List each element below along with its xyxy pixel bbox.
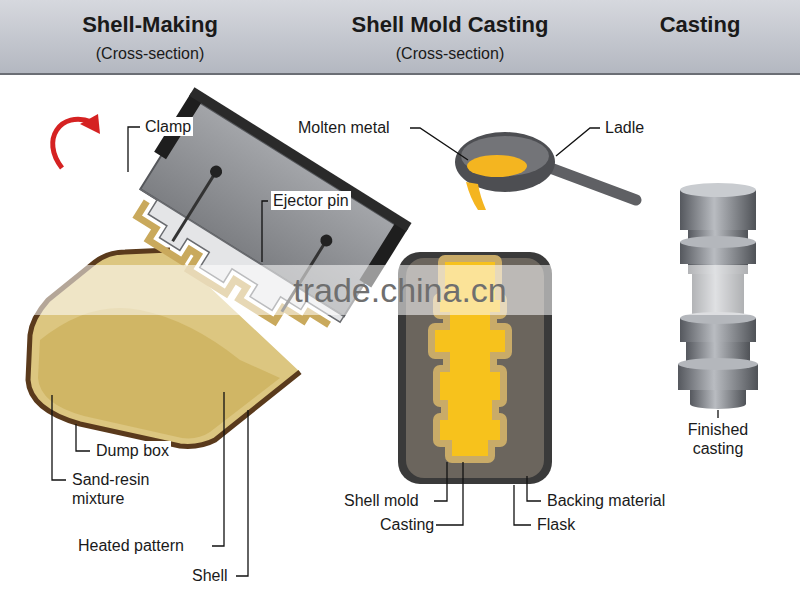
rotation-arrow — [53, 114, 100, 168]
column-heading: Shell Mold Casting — [352, 12, 549, 38]
leader-lines — [52, 127, 718, 576]
part-label: Ejector pin — [271, 191, 351, 210]
part-label: Clamp — [143, 117, 193, 136]
column-heading: Shell-Making — [82, 12, 218, 38]
part-label: Shell mold — [342, 491, 421, 510]
column-heading: Casting — [660, 12, 741, 38]
part-label: Heated pattern — [76, 536, 186, 555]
part-label: Flask — [535, 515, 577, 534]
watermark: trade.china.cn — [293, 270, 507, 311]
part-label: Casting — [378, 515, 436, 534]
part-label: Backing material — [545, 491, 667, 510]
part-label: Shell — [190, 566, 230, 585]
watermark-band — [0, 265, 800, 315]
part-label: Ladle — [603, 118, 646, 137]
ladle — [455, 132, 636, 210]
column-subheading: (Cross-section) — [96, 44, 204, 63]
column-subheading: (Cross-section) — [396, 44, 504, 63]
part-label: Molten metal — [296, 118, 392, 137]
part-label: Dump box — [94, 441, 171, 460]
part-label: Sand-resin mixture — [70, 470, 170, 508]
part-label: Finished casting — [673, 420, 763, 458]
header-band — [0, 0, 800, 74]
header-rule — [0, 73, 800, 75]
heated-pattern-plate — [111, 87, 412, 357]
